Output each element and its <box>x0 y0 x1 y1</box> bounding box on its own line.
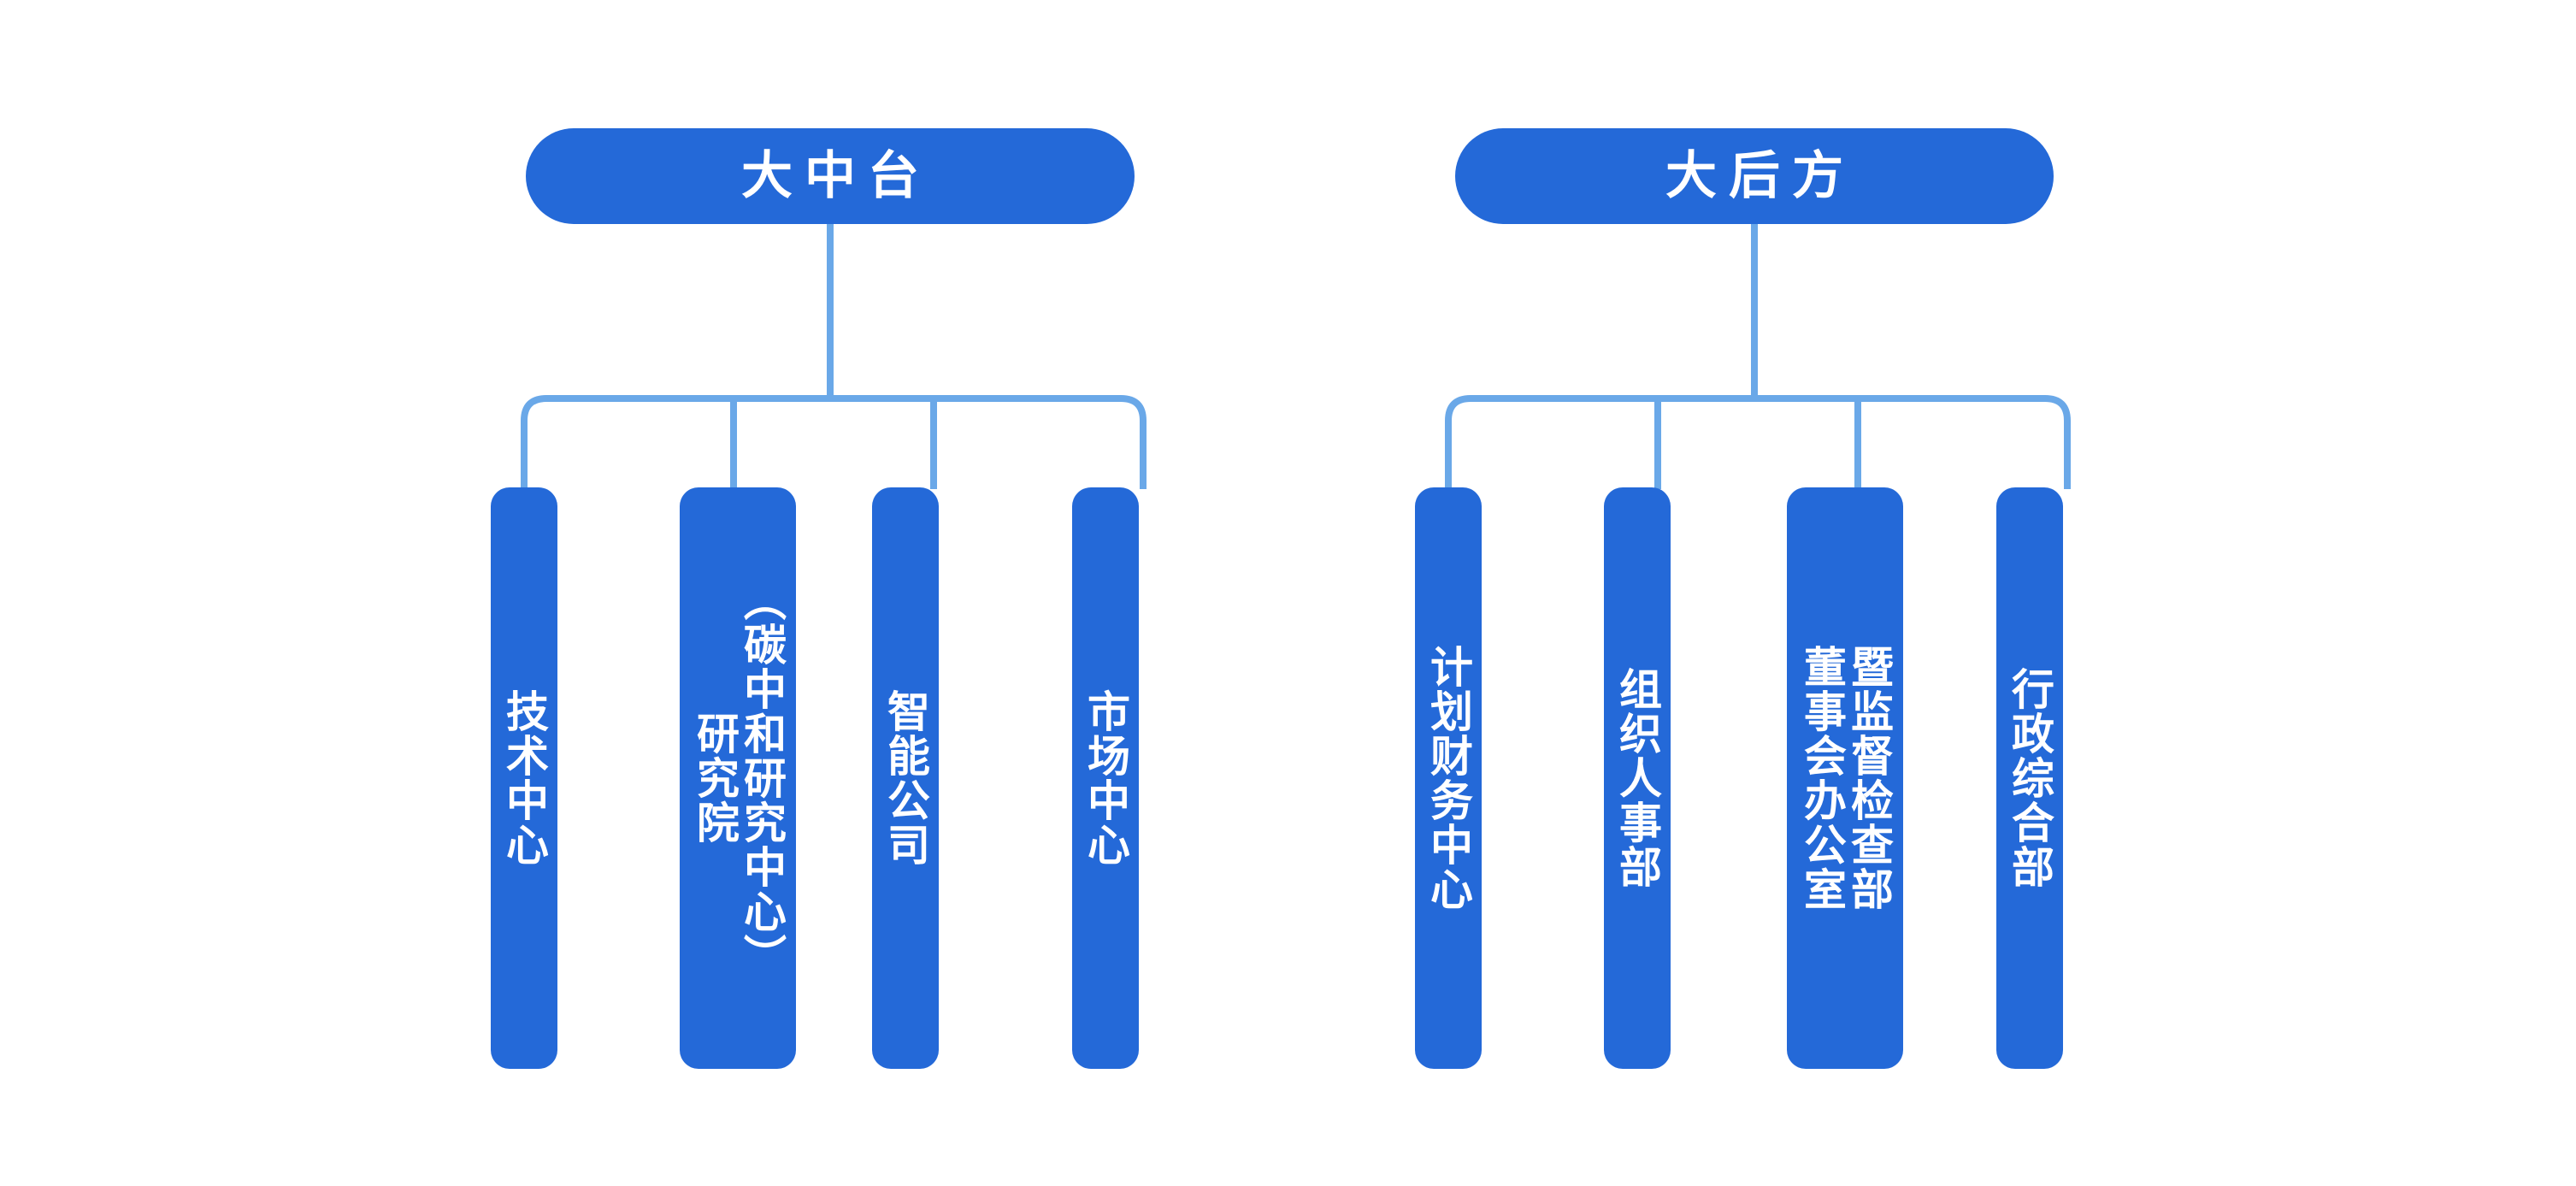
node-board-office-label-secondary: 董事会办公室 <box>1798 645 1846 912</box>
node-board-office-label-primary: 暨监督检查部 <box>1845 645 1893 912</box>
node-tech-center[interactable]: 技术中心 <box>491 487 557 1069</box>
connector-stem-houfang <box>1751 224 1758 395</box>
group-header-houfang[interactable]: 大后方 <box>1455 128 2054 224</box>
node-ai-company[interactable]: 智能公司 <box>872 487 939 1069</box>
node-board-office[interactable]: 暨监督检查部 董事会办公室 <box>1787 487 1903 1069</box>
node-market-center-label: 市场中心 <box>1082 689 1129 867</box>
node-research-inst-label-secondary: 研究院 <box>691 711 739 845</box>
node-admin-dept-label: 行政综合部 <box>2006 667 2054 889</box>
node-admin-dept[interactable]: 行政综合部 <box>1996 487 2063 1069</box>
group-header-zhongtai[interactable]: 大中台 <box>526 128 1135 224</box>
node-research-inst-label-primary: （碳中和研究中心） <box>738 578 786 978</box>
group-header-zhongtai-label: 大中台 <box>741 147 931 204</box>
connector-bus-zhongtai <box>517 392 1150 493</box>
node-research-inst[interactable]: （碳中和研究中心） 研究院 <box>680 487 796 1069</box>
node-finance-center-label: 计划财务中心 <box>1424 645 1472 912</box>
node-hr-dept-label: 组织人事部 <box>1613 667 1661 889</box>
group-header-houfang-label: 大后方 <box>1665 147 1855 204</box>
connector-stem-zhongtai <box>827 224 834 395</box>
node-finance-center[interactable]: 计划财务中心 <box>1415 487 1482 1069</box>
node-hr-dept[interactable]: 组织人事部 <box>1604 487 1671 1069</box>
connector-bus-houfang <box>1441 392 2074 493</box>
node-ai-company-label: 智能公司 <box>881 689 929 867</box>
node-tech-center-label: 技术中心 <box>500 689 548 867</box>
node-market-center[interactable]: 市场中心 <box>1072 487 1139 1069</box>
